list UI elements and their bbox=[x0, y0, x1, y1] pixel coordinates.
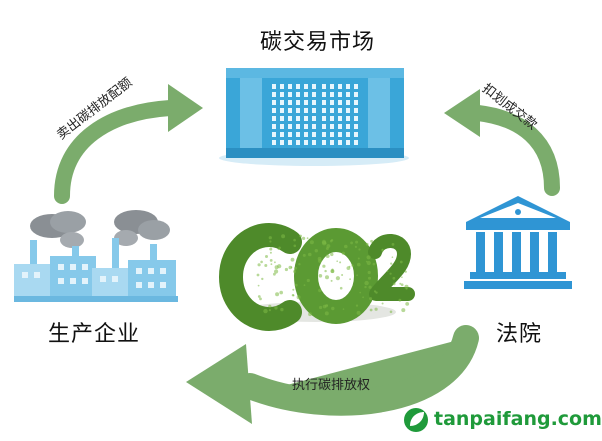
factory-icon bbox=[14, 210, 178, 302]
building-icon bbox=[219, 68, 409, 166]
arrow-court-to-enterprise bbox=[186, 325, 479, 424]
arrow-court-to-market bbox=[444, 89, 560, 196]
arrow-enterprise-to-market bbox=[54, 84, 203, 204]
leaf-icon bbox=[404, 408, 428, 432]
courthouse-icon bbox=[464, 196, 572, 289]
edge-label-court-to-enterprise: 执行碳排放权 bbox=[292, 378, 371, 393]
watermark: tanpaifang.com bbox=[402, 404, 602, 436]
co2-moss-icon bbox=[219, 223, 415, 331]
node-label-court: 法院 bbox=[496, 322, 543, 347]
node-label-enterprise: 生产企业 bbox=[48, 322, 141, 347]
node-label-market: 碳交易市场 bbox=[260, 30, 376, 55]
watermark-text: tanpaifang.com bbox=[434, 408, 602, 430]
